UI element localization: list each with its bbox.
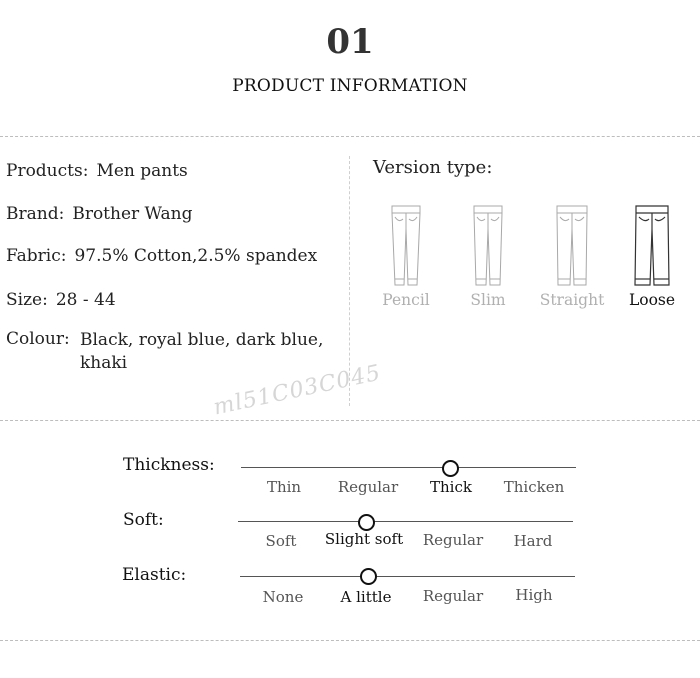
thickness-label: Thickness: — [123, 455, 215, 475]
spec-size-label: Size: — [6, 290, 48, 310]
elastic-option-none: None — [262, 588, 304, 606]
soft-option-soft: Soft — [265, 532, 297, 550]
thickness-option-thick: Thick — [430, 478, 472, 496]
thickness-track — [241, 467, 576, 468]
spec-fabric: Fabric: 97.5% Cotton,2.5% spandex — [6, 246, 317, 266]
loose-pants-icon — [634, 205, 670, 286]
spec-brand: Brand: Brother Wang — [6, 204, 193, 224]
elastic-track — [240, 576, 575, 577]
section-title: PRODUCT INFORMATION — [232, 76, 468, 96]
spec-product-label: Products: — [6, 161, 89, 181]
soft-label: Soft: — [123, 510, 164, 530]
spec-colour-value: Black, royal blue, dark blue, khaki — [80, 330, 324, 373]
version-type-title: Version type: — [373, 157, 493, 178]
thickness-option-thin: Thin — [266, 478, 302, 496]
section-number: 01 — [326, 22, 374, 62]
column-divider — [349, 156, 350, 406]
spec-fabric-label: Fabric: — [6, 246, 67, 266]
top-divider — [0, 136, 700, 137]
elastic-option-high: High — [515, 586, 553, 604]
spec-product: Products: Men pants — [6, 161, 188, 181]
thickness-option-regular: Regular — [337, 478, 399, 496]
version-option-pencil: Pencil — [382, 291, 430, 309]
version-option-loose: Loose — [628, 291, 676, 309]
soft-indicator — [358, 514, 375, 531]
elastic-label: Elastic: — [122, 565, 187, 585]
elastic-indicator — [360, 568, 377, 585]
pencil-pants-icon — [391, 205, 421, 286]
thickness-indicator — [442, 460, 459, 477]
bottom-divider — [0, 640, 700, 641]
soft-option-hard: Hard — [513, 532, 553, 550]
thickness-option-thicken: Thicken — [503, 478, 565, 496]
spec-colour-label: Colour: — [6, 329, 70, 349]
spec-size-value: 28 - 44 — [55, 290, 116, 310]
spec-brand-value: Brother Wang — [72, 204, 193, 224]
straight-pants-icon — [556, 205, 588, 286]
elastic-option-regular: Regular — [422, 587, 484, 605]
spec-brand-label: Brand: — [6, 204, 65, 224]
soft-option-regular: Regular — [422, 531, 484, 549]
spec-size: Size: 28 - 44 — [6, 290, 116, 310]
elastic-option-a-little: A little — [340, 588, 392, 606]
version-option-slim: Slim — [470, 291, 506, 309]
slim-pants-icon — [473, 205, 503, 286]
spec-fabric-value: 97.5% Cotton,2.5% spandex — [74, 246, 318, 266]
soft-track — [238, 521, 573, 522]
soft-option-slight-soft: Slight soft — [324, 530, 404, 548]
spec-product-value: Men pants — [96, 161, 188, 181]
version-option-straight: Straight — [539, 291, 605, 309]
middle-divider — [0, 420, 700, 421]
